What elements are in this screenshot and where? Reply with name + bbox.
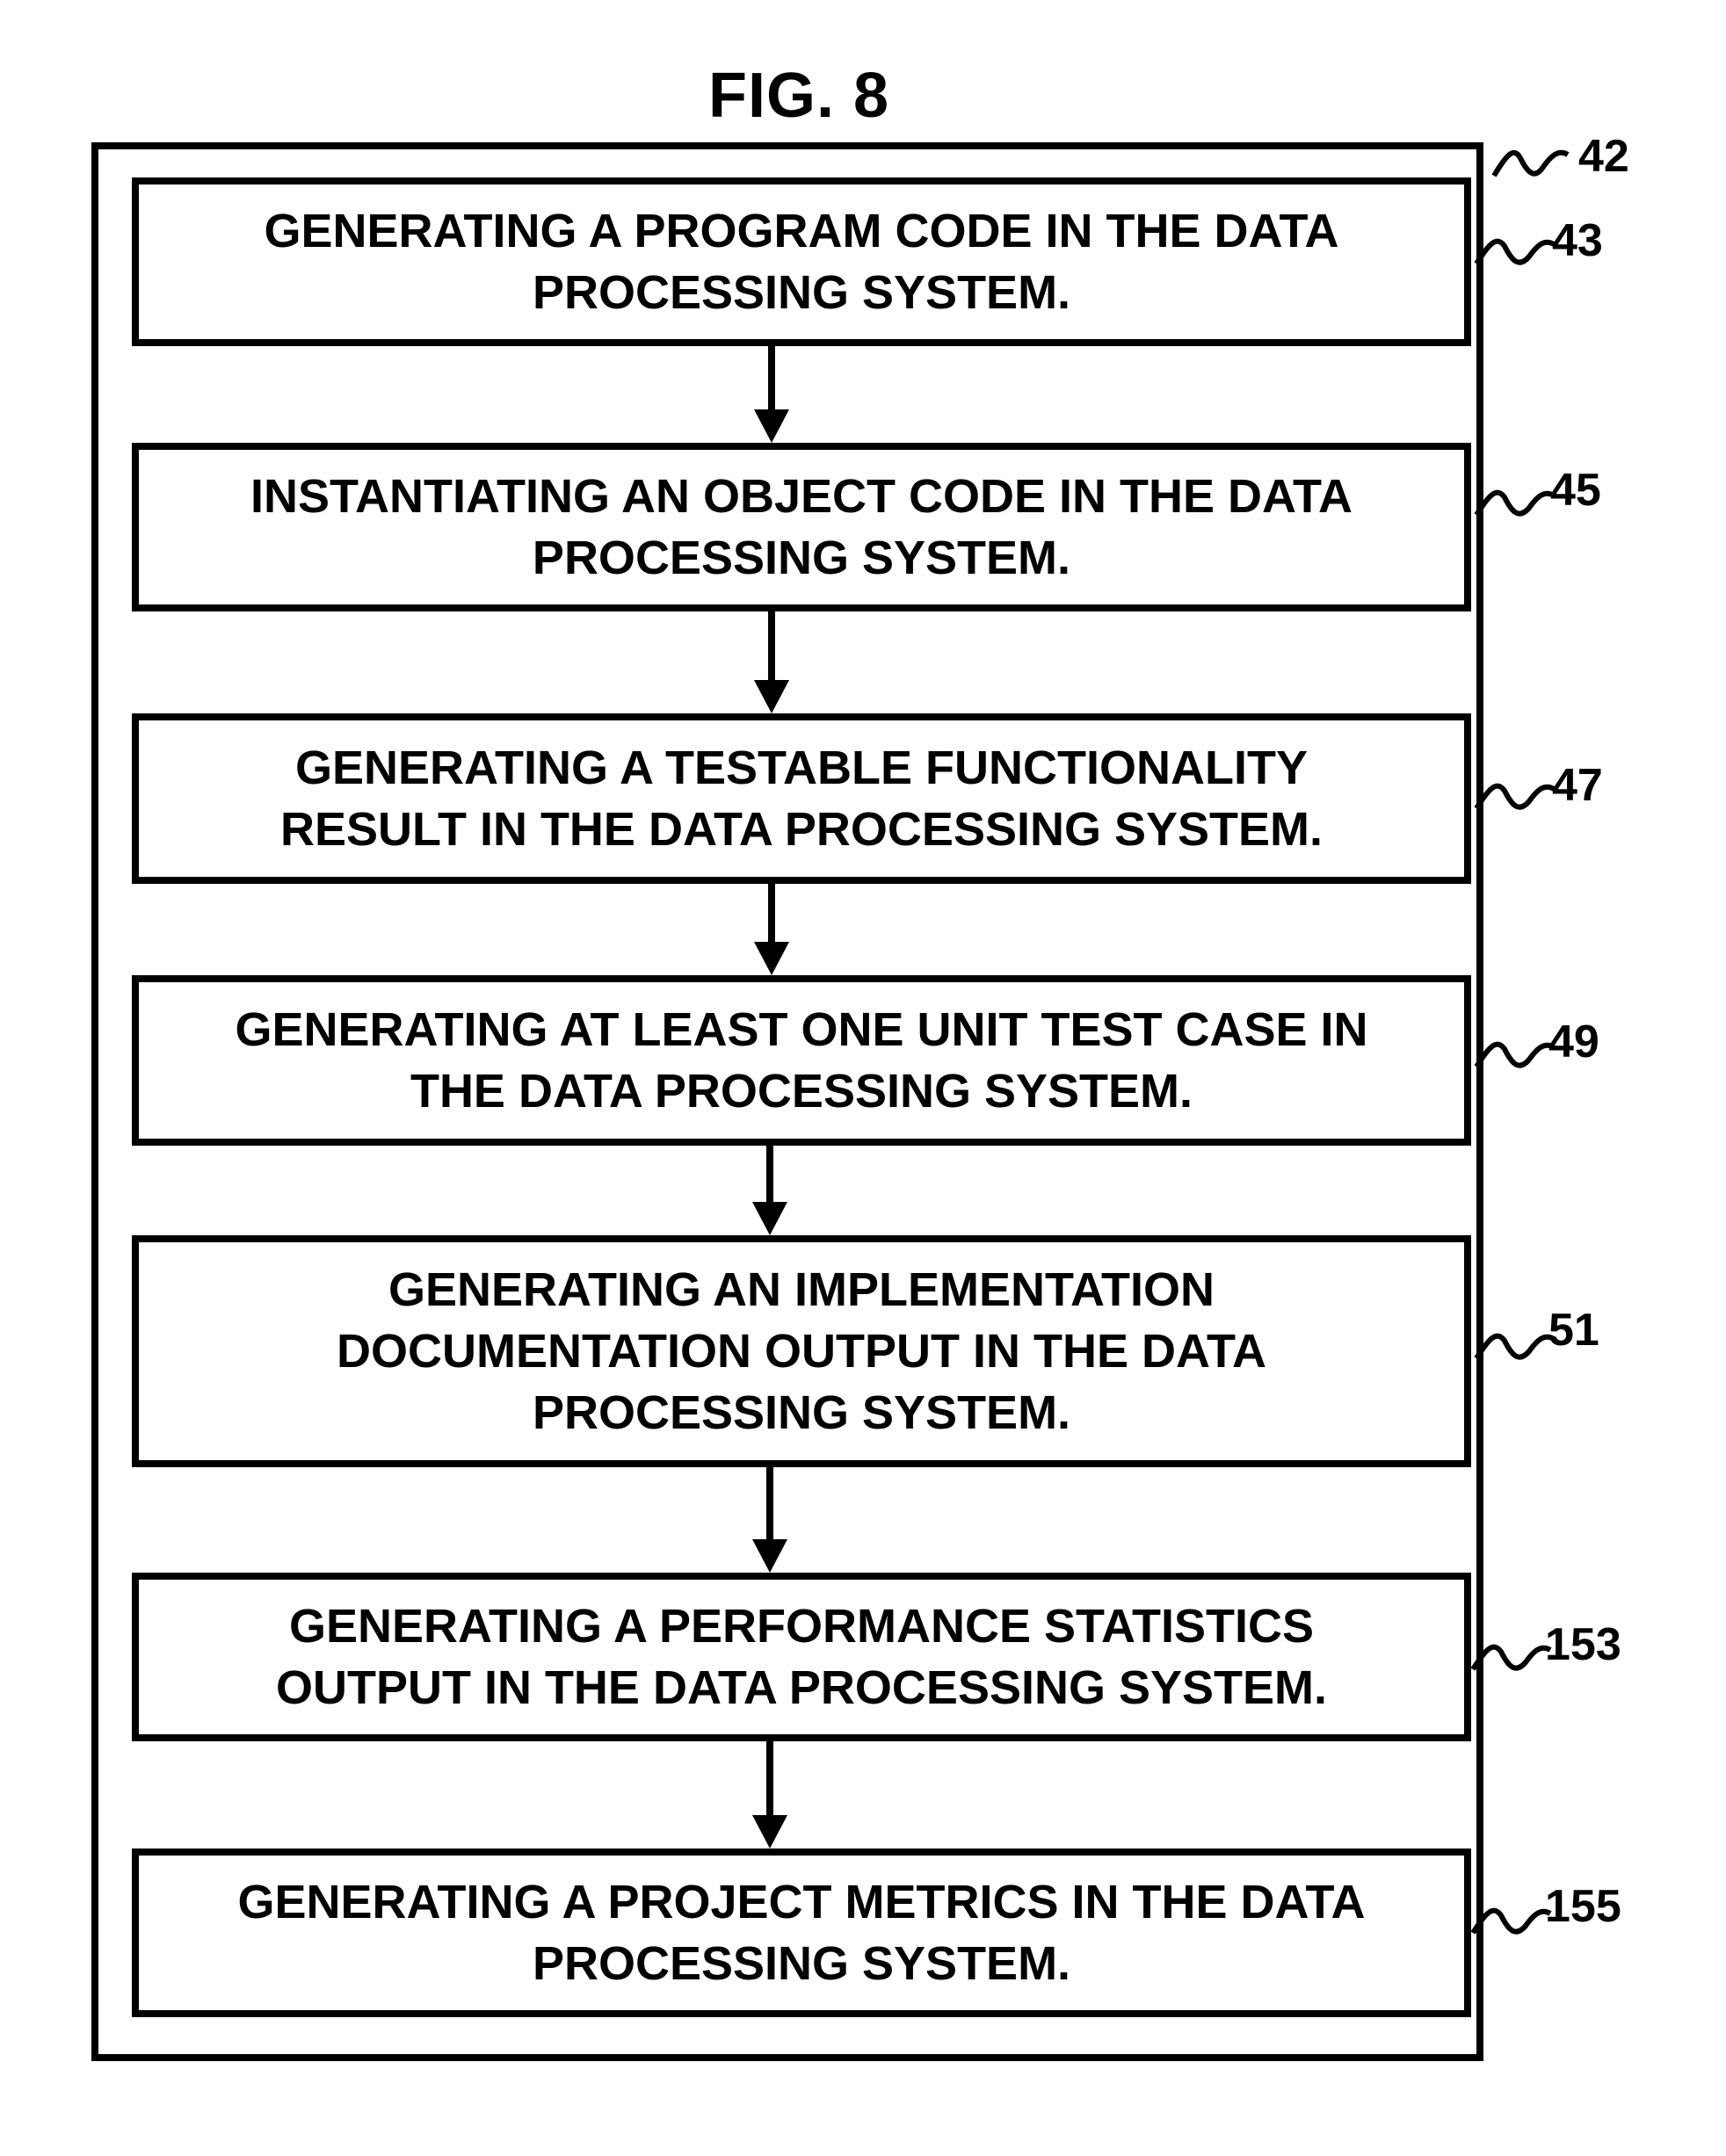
step-3-ref-number: 47	[1552, 759, 1603, 812]
step-7-ref-number: 155	[1545, 1880, 1621, 1933]
leader-squiggle-42	[1494, 153, 1568, 176]
step-2-ref-number: 45	[1550, 464, 1601, 517]
leader-squiggle-153	[1473, 1647, 1550, 1669]
leader-squiggle-45	[1476, 493, 1554, 515]
leader-squiggle-51	[1476, 1336, 1554, 1358]
step-4-label: GENERATING AT LEAST ONE UNIT TEST CASE I…	[235, 999, 1367, 1122]
step-3-label: GENERATING A TESTABLE FUNCTIONALITY RESU…	[280, 737, 1323, 860]
step-6-ref-number: 153	[1545, 1618, 1621, 1671]
step-box-1: GENERATING A PROGRAM CODE IN THE DATA PR…	[132, 177, 1471, 346]
step-1-ref-number: 43	[1552, 214, 1603, 267]
step-7-label: GENERATING A PROJECT METRICS IN THE DATA…	[237, 1871, 1365, 1994]
leader-squiggle-49	[1476, 1045, 1554, 1067]
leader-squiggle-47	[1476, 786, 1554, 808]
step-5-ref-number: 51	[1548, 1304, 1599, 1357]
figure-title: FIG. 8	[0, 60, 1598, 132]
leader-squiggle-43	[1476, 242, 1554, 264]
step-box-2: INSTANTIATING AN OBJECT CODE IN THE DATA…	[132, 443, 1471, 611]
step-5-label: GENERATING AN IMPLEMENTATION DOCUMENTATI…	[337, 1259, 1266, 1443]
leader-squiggle-155	[1473, 1911, 1550, 1933]
step-4-ref-number: 49	[1548, 1016, 1599, 1068]
step-box-3: GENERATING A TESTABLE FUNCTIONALITY RESU…	[132, 713, 1471, 884]
step-2-label: INSTANTIATING AN OBJECT CODE IN THE DATA…	[250, 466, 1353, 589]
step-box-5: GENERATING AN IMPLEMENTATION DOCUMENTATI…	[132, 1235, 1471, 1467]
outer-frame-ref-number: 42	[1578, 130, 1629, 183]
step-box-7: GENERATING A PROJECT METRICS IN THE DATA…	[132, 1849, 1471, 2017]
step-1-label: GENERATING A PROGRAM CODE IN THE DATA PR…	[265, 200, 1339, 323]
step-6-label: GENERATING A PERFORMANCE STATISTICS OUTP…	[276, 1595, 1327, 1718]
step-box-6: GENERATING A PERFORMANCE STATISTICS OUTP…	[132, 1573, 1471, 1741]
step-box-4: GENERATING AT LEAST ONE UNIT TEST CASE I…	[132, 975, 1471, 1146]
